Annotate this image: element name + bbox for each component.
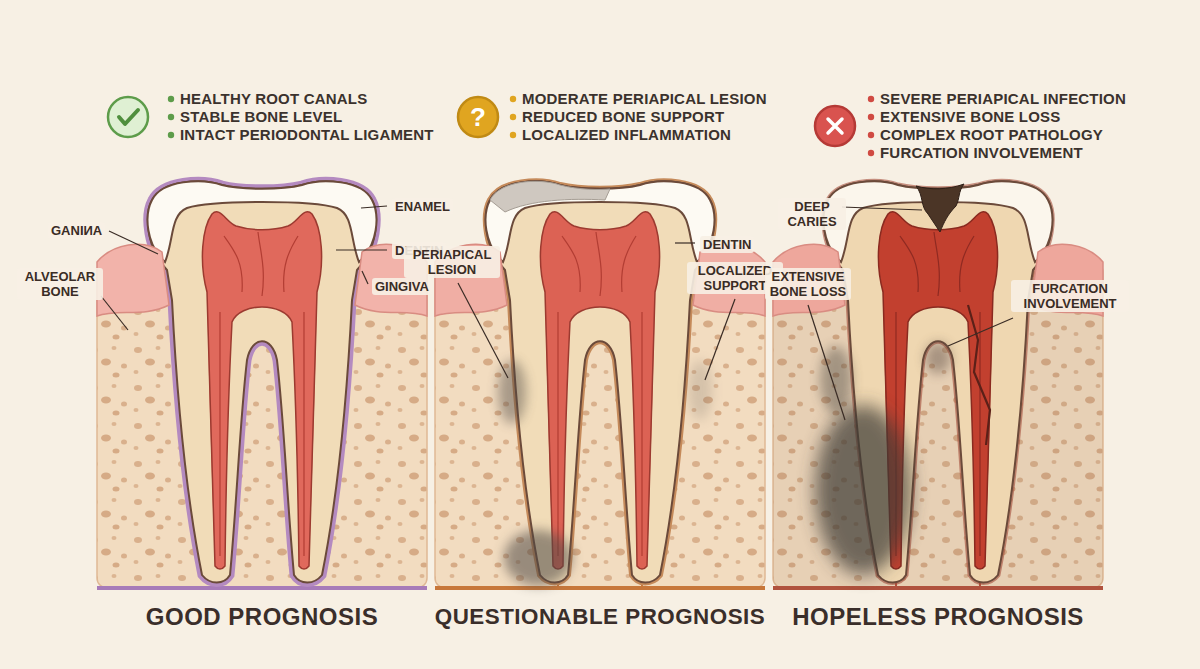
prognosis-title: QUESTIONABLE PROGNOSIS xyxy=(435,603,766,631)
check-icon xyxy=(108,97,148,137)
bullet-dot xyxy=(510,132,516,138)
lateral-lesion xyxy=(498,360,526,424)
periapical-lesion xyxy=(504,530,572,586)
part-label: ALVEOLAR BONE xyxy=(17,268,103,300)
part-label: GANIИA xyxy=(48,222,105,239)
prognosis-title: GOOD PROGNOSIS xyxy=(146,603,378,631)
bullet-dot xyxy=(510,96,516,102)
leader-lines xyxy=(101,206,1013,420)
leader-line xyxy=(808,305,845,420)
apical-nerve xyxy=(896,572,980,588)
leader-line xyxy=(705,299,735,380)
part-label: DENTIN xyxy=(700,236,754,253)
leader-line xyxy=(458,283,508,378)
prognosis-title: HOPELESS PROGNOSIS xyxy=(792,603,1084,631)
leader-line xyxy=(675,242,695,243)
question-icon xyxy=(458,97,498,137)
leader-line xyxy=(336,249,387,250)
part-label: PERIAPICAL LESION xyxy=(404,246,500,278)
question-mark: ? xyxy=(458,103,498,131)
cross-icon xyxy=(815,106,855,146)
bullet-dot xyxy=(168,114,174,120)
bullet-text: COMPLEX ROOT PATHOLOGY xyxy=(880,126,1103,144)
leader-line xyxy=(101,296,128,330)
bullet-text: LOCALIZED INFLAMMATION xyxy=(522,126,731,144)
tooth-dentin xyxy=(148,181,376,582)
tooth-dentin xyxy=(486,181,714,582)
bullet-text: REDUCED BONE SUPPORT xyxy=(522,108,724,126)
periodontal-ligament xyxy=(148,181,376,582)
good-tooth-illustration xyxy=(97,181,427,588)
periodontal-ligament xyxy=(486,181,714,582)
bullet-dots xyxy=(510,96,516,138)
bullet-dots xyxy=(868,96,874,156)
leader-line xyxy=(842,207,922,210)
bullet-text: MODERATE PERIAPICAL LESION xyxy=(522,90,767,108)
bullet-dot xyxy=(168,96,174,102)
bullet-dot xyxy=(868,132,874,138)
bullet-text: STABLE BONE LEVEL xyxy=(180,108,342,126)
leader-line xyxy=(948,318,1013,346)
pulp-vessels xyxy=(558,232,642,556)
bullet-dot xyxy=(168,132,174,138)
icon-circle xyxy=(458,97,498,137)
cross-mark xyxy=(828,119,842,133)
questionable-tooth-illustration xyxy=(435,181,765,588)
tooth-pulp xyxy=(202,212,321,569)
bullet-text: HEALTHY ROOT CANALS xyxy=(180,90,367,108)
nerve-band xyxy=(773,586,1103,590)
part-label: GINGIVA xyxy=(372,278,432,295)
bullet-dots xyxy=(168,96,174,138)
part-label: FURCATION INVOLVEMENT xyxy=(1011,280,1129,312)
leader-line xyxy=(362,271,368,284)
bullet-text: SEVERE PERIAPICAL INFECTION xyxy=(880,90,1126,108)
part-label: ENAMEL xyxy=(392,198,453,215)
bullet-text: INTACT PERIODONTAL LIGAMENT xyxy=(180,126,434,144)
check-mark xyxy=(119,110,138,124)
furcation-lesion xyxy=(925,342,951,374)
nerve-band xyxy=(435,586,765,590)
icon-circle xyxy=(815,106,855,146)
bullet-dot xyxy=(510,114,516,120)
part-label: EXTENSIVE BONE LOSS xyxy=(765,268,851,300)
tooth-pulp xyxy=(540,212,659,569)
caries-cavity xyxy=(916,184,964,232)
worn-enamel xyxy=(490,181,610,212)
bullet-dot xyxy=(868,150,874,156)
localized-inflammation xyxy=(688,360,712,420)
root-fracture xyxy=(968,305,990,445)
bullet-dot xyxy=(868,96,874,102)
part-label: DEEP CARIES xyxy=(778,198,846,230)
bullet-dot xyxy=(868,114,874,120)
leader-line xyxy=(109,231,158,254)
bone-loss-lesion xyxy=(815,405,911,575)
leader-line xyxy=(361,206,387,208)
icon-circle xyxy=(108,97,148,137)
hopeless-tooth-illustration xyxy=(773,181,1103,588)
bullet-text: EXTENSIVE BONE LOSS xyxy=(880,108,1061,126)
bullet-text: FURCATION INVOLVEMENT xyxy=(880,144,1083,162)
nerve-band xyxy=(97,586,427,590)
pulp-vessels xyxy=(220,232,304,556)
